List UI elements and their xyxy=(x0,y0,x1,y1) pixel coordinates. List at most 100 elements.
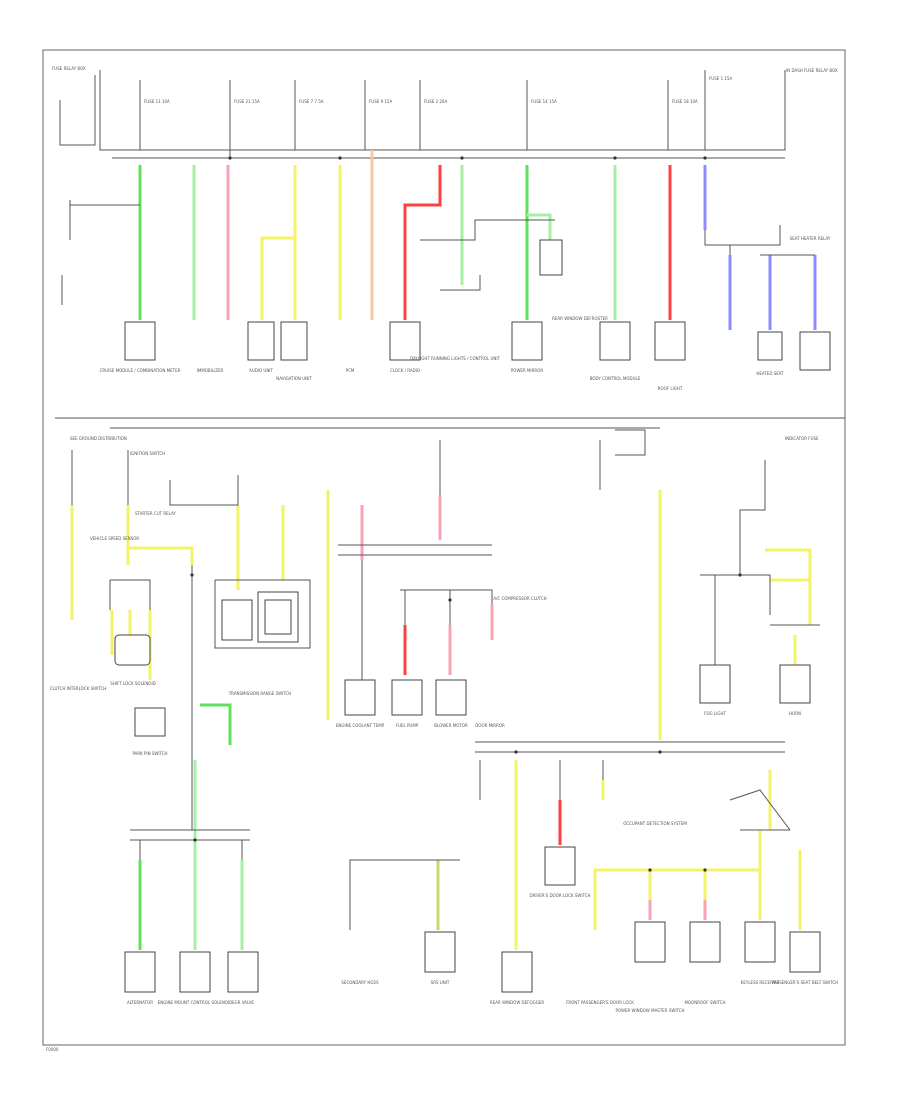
component-label: SEAT HEATER RELAY xyxy=(790,236,831,241)
component-label: PASSENGER'S SEAT BELT SWITCH xyxy=(772,980,838,985)
component-label: POWER MIRROR xyxy=(511,368,543,373)
component-connector xyxy=(779,664,811,704)
component-connector xyxy=(799,331,831,371)
top-components: CRUISE MODULE / COMBINATION METER IMMOBI… xyxy=(100,236,831,391)
component-label: DRIVER'S DOOR LOCK SWITCH xyxy=(529,893,590,898)
component-label: FRONT PASSENGER'S DOOR LOCK xyxy=(566,1000,634,1005)
in-dash-fuse-box-label: IN DASH FUSE RELAY BOX xyxy=(786,68,838,73)
component-label: ENGINE COOLANT TEMP xyxy=(336,723,385,728)
component-label: SECONDARY HO2S xyxy=(341,980,379,985)
fuse-box-outline xyxy=(99,70,786,151)
component-label: A/C COMPRESSOR CLUTCH xyxy=(493,596,546,601)
component-label: PCM xyxy=(346,368,355,373)
component-label: VEHICLE SPEED SENSOR xyxy=(90,536,139,541)
component-connector xyxy=(344,679,376,716)
component-connector xyxy=(280,321,308,361)
component-label: SHIFT LOCK SOLENOID xyxy=(110,681,155,686)
note-label: INDICATOR FUSE xyxy=(785,436,819,441)
top-wires xyxy=(138,150,817,330)
component-connector xyxy=(124,321,156,361)
component-label: EGR VALVE xyxy=(232,1000,254,1005)
fuse-label: FUSE 7 7.5A xyxy=(299,99,324,104)
fuse-label: FUSE 11 10A xyxy=(144,99,170,104)
component-connector xyxy=(389,321,421,361)
fuse-label: FUSE 21 15A xyxy=(234,99,260,104)
component-label: ENGINE MOUNT CONTROL SOLENOID xyxy=(158,1000,232,1005)
middle-wires xyxy=(70,490,812,745)
bottom-section: ALTERNATOR ENGINE MOUNT CONTROL SOLENOID… xyxy=(124,750,838,1013)
wire-thin xyxy=(705,244,731,255)
component-connector xyxy=(689,921,721,963)
bottom-wires xyxy=(138,760,802,950)
component-label: IGNITION SWITCH xyxy=(130,451,165,456)
component-label: IMMOBILIZER xyxy=(197,368,224,373)
component-label: TRANSMISSION RANGE SWITCH xyxy=(228,691,292,696)
component-label: ALTERNATOR xyxy=(127,1000,153,1005)
component-label: FUEL PUMP xyxy=(396,723,419,728)
solenoid-box xyxy=(114,634,151,666)
component-connector xyxy=(699,664,731,704)
top-section: FUSE RELAY BOX IN DASH FUSE RELAY BOX FU… xyxy=(52,66,838,391)
component-label: PARK PIN SWITCH xyxy=(132,751,167,756)
component-connector xyxy=(124,951,156,993)
component-label: MOONROOF SWITCH xyxy=(684,1000,725,1005)
component-label: CLOCK / RADIO xyxy=(390,368,420,373)
wire-thin xyxy=(440,275,481,291)
fuse-box-label: FUSE RELAY BOX xyxy=(52,66,86,71)
component-label: HEATED SEAT xyxy=(756,371,784,376)
component-label: SRS UNIT xyxy=(431,980,450,985)
component-connector xyxy=(757,331,783,361)
relay-box xyxy=(539,239,563,276)
corner-label: F0000 xyxy=(46,1047,59,1052)
component-connector xyxy=(744,921,776,963)
note-label: SEE GROUND DISTRIBUTION xyxy=(70,436,127,441)
fuse-row: FUSE 11 10A FUSE 21 15A FUSE 7 7.5A FUSE… xyxy=(139,70,732,158)
left-relay-loop xyxy=(59,75,96,146)
component-label: DAYLIGHT RUNNING LIGHTS / CONTROL UNIT xyxy=(410,356,501,361)
wire-yellow-branch xyxy=(260,236,295,320)
component-label: STARTER CUT RELAY xyxy=(135,511,176,516)
component-label: OCCUPANT DETECTION SYSTEM xyxy=(623,821,687,826)
component-label: KEYLESS RECEIVER xyxy=(741,980,780,985)
component-label: FOG LIGHT xyxy=(704,711,726,716)
component-connector xyxy=(501,951,533,993)
component-connector xyxy=(634,921,666,963)
component-connector xyxy=(544,846,576,886)
component-label: ROOF LIGHT xyxy=(658,386,683,391)
component-connector xyxy=(391,679,423,716)
component-connector xyxy=(511,321,543,361)
component-label: BODY CONTROL MODULE xyxy=(590,376,641,381)
diagram-frame xyxy=(42,49,846,1046)
component-connector xyxy=(654,321,686,361)
component-connector xyxy=(599,321,631,361)
component-label: BLOWER MOTOR xyxy=(434,723,468,728)
component-connector xyxy=(227,951,259,993)
fuse-label: FUSE 2 20A xyxy=(424,99,447,104)
component-label: POWER WINDOW MASTER SWITCH xyxy=(615,1008,684,1013)
meter-inner xyxy=(264,599,292,635)
component-label: REAR WINDOW DEFROSTER xyxy=(552,316,608,321)
component-label: REAR WINDOW DEFOGGER xyxy=(490,1000,544,1005)
fuse-label: FUSE 1 15A xyxy=(709,76,732,81)
component-label: CLUTCH INTERLOCK SWITCH xyxy=(50,686,107,691)
component-label: AUDIO UNIT xyxy=(249,368,273,373)
component-label: NAVIGATION UNIT xyxy=(276,376,312,381)
component-connector xyxy=(134,707,166,737)
fuse-label: FUSE 18 10A xyxy=(672,99,698,104)
wire-thin xyxy=(704,225,781,246)
component-label: DOOR MIRROR xyxy=(475,723,505,728)
fuse-label: FUSE 9 15A xyxy=(369,99,392,104)
component-connector xyxy=(789,931,821,973)
component-connector xyxy=(435,679,467,716)
component-connector xyxy=(179,951,211,993)
wire-thin xyxy=(420,219,555,241)
fuse-label: FUSE 14 15A xyxy=(531,99,557,104)
component-connector xyxy=(424,931,456,973)
component-label: HORN xyxy=(789,711,801,716)
wire-red xyxy=(403,165,442,320)
relay-box xyxy=(221,599,253,641)
component-label: CRUISE MODULE / COMBINATION METER xyxy=(100,368,181,373)
middle-section: SEE GROUND DISTRIBUTION INDICATOR FUSE xyxy=(50,429,820,830)
wire-light-green-branch xyxy=(527,213,552,240)
